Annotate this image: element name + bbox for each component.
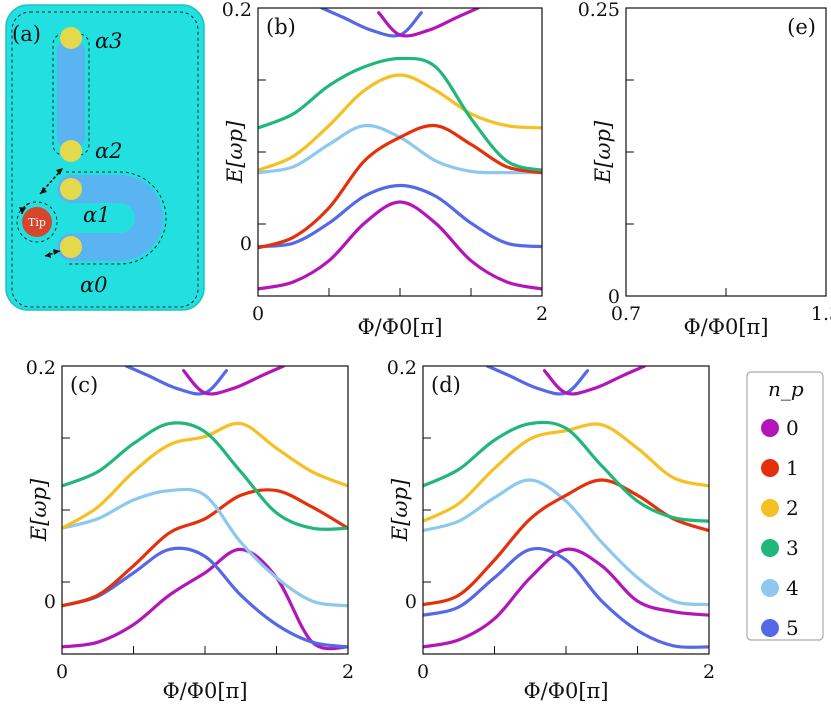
y-tick-label: 0.2 bbox=[26, 357, 56, 379]
plot-frame bbox=[625, 7, 827, 297]
series-line-7 bbox=[377, 8, 480, 38]
panel-e-chart: 0 0.25 0.7 1.3Φ/Φ0[π] E[ωp] (e) bbox=[578, 0, 831, 339]
series-line-5 bbox=[423, 420, 709, 523]
legend-label-1: 1 bbox=[786, 456, 799, 480]
series-line-2 bbox=[62, 488, 348, 608]
y-tick-label: 0.2 bbox=[222, 0, 252, 21]
plot-frame bbox=[61, 365, 349, 655]
legend-label-3: 3 bbox=[786, 536, 799, 560]
legend-label-4: 4 bbox=[786, 576, 799, 600]
plot-series-group bbox=[423, 366, 709, 649]
series-line-6 bbox=[485, 366, 590, 396]
u-arm bbox=[57, 175, 163, 261]
legend-marker-5 bbox=[761, 619, 779, 637]
legend-label-2: 2 bbox=[786, 496, 799, 520]
legend-title: n_p bbox=[768, 377, 804, 401]
site-alpha0 bbox=[60, 236, 82, 258]
x-axis-title: Φ/Φ0[π] bbox=[523, 679, 608, 703]
series-line-5 bbox=[258, 56, 542, 172]
x-tick-label: 0 bbox=[56, 661, 68, 683]
schematic-panel: Tip (a) α3 α2 α1 α0 bbox=[5, 4, 205, 311]
series-line-3 bbox=[423, 478, 709, 607]
legend-marker-0 bbox=[761, 419, 779, 437]
tip-outline bbox=[16, 201, 58, 243]
series-line-3 bbox=[258, 123, 542, 250]
panel-d-chart: 0 0.2 0 2Φ/Φ0[π] E[ωp] (d) bbox=[387, 357, 715, 703]
y-tick-label: 0.2 bbox=[387, 357, 417, 379]
y-tick-label: 0 bbox=[608, 286, 620, 308]
y-tick-label: 0.25 bbox=[578, 0, 620, 21]
x-tick-label: 2 bbox=[703, 661, 715, 683]
x-tick-label: 2 bbox=[536, 303, 548, 325]
legend-label-5: 5 bbox=[786, 616, 799, 640]
tip bbox=[22, 207, 52, 237]
site-alpha3 bbox=[60, 27, 82, 49]
schematic-outline-dashed bbox=[11, 11, 199, 308]
series-line-2 bbox=[423, 478, 709, 607]
series-line-6 bbox=[320, 8, 423, 38]
site-alpha1 bbox=[60, 178, 82, 200]
series-line-0 bbox=[423, 547, 709, 649]
legend-label-0: 0 bbox=[786, 416, 799, 440]
y-tick-label: 0 bbox=[405, 591, 417, 613]
legend-marker-1 bbox=[761, 459, 779, 477]
series-line-0 bbox=[62, 547, 348, 651]
arrow-heads bbox=[19, 168, 63, 258]
site-label-alpha1: α1 bbox=[83, 203, 111, 227]
series-line-3 bbox=[62, 487, 348, 608]
panel-label: (c) bbox=[70, 373, 98, 397]
y-tick-label: 0 bbox=[240, 233, 252, 255]
plot-series-group bbox=[62, 366, 348, 651]
x-axis-title: Φ/Φ0[π] bbox=[357, 315, 442, 339]
schematic-panel-label: (a) bbox=[12, 22, 41, 46]
panel-label: (b) bbox=[266, 15, 296, 39]
series-line-6 bbox=[124, 366, 228, 396]
legend-marker-4 bbox=[761, 579, 779, 597]
panel-label: (d) bbox=[431, 373, 461, 397]
y-axis-title: E[ωp] bbox=[223, 120, 247, 184]
legend: n_p 0 1 2 3 4 5 bbox=[746, 371, 824, 641]
site-label-alpha2: α2 bbox=[95, 139, 123, 163]
x-tick-label: 0 bbox=[252, 303, 264, 325]
x-axis-title: Φ/Φ0[π] bbox=[683, 315, 768, 339]
tip-label: Tip bbox=[28, 216, 46, 229]
y-axis-title: E[ωp] bbox=[591, 120, 615, 184]
panel-c-chart: 0 0.2 0 2Φ/Φ0[π] E[ωp] (c) bbox=[26, 357, 354, 703]
series-line-1 bbox=[423, 546, 709, 649]
series-line-5 bbox=[62, 421, 348, 531]
series-line-4 bbox=[258, 73, 542, 172]
x-tick-label: 0.7 bbox=[611, 303, 641, 325]
legend-marker-3 bbox=[761, 539, 779, 557]
series-line-1 bbox=[62, 546, 348, 649]
x-axis-title: Φ/Φ0[π] bbox=[162, 679, 247, 703]
series-line-4 bbox=[62, 421, 348, 530]
u-arm-outline bbox=[66, 171, 167, 265]
plot-series-group bbox=[258, 8, 542, 291]
series-line-4 bbox=[423, 422, 709, 523]
y-tick-label: 0 bbox=[44, 591, 56, 613]
site-label-alpha0: α0 bbox=[80, 273, 108, 297]
vertical-arm bbox=[57, 38, 85, 151]
y-axis-title: E[ωp] bbox=[388, 478, 412, 542]
legend-frame bbox=[746, 371, 824, 641]
x-tick-label: 2 bbox=[342, 661, 354, 683]
series-line-1 bbox=[258, 183, 542, 249]
panel-label: (e) bbox=[787, 15, 816, 39]
legend-marker-2 bbox=[761, 499, 779, 517]
series-line-0 bbox=[258, 200, 542, 291]
series-line-7 bbox=[182, 366, 286, 396]
site-alpha2 bbox=[60, 140, 82, 162]
panel-b-chart: 0 0.2 0 2Φ/Φ0[π] E[ωp] (b) bbox=[222, 0, 548, 339]
y-axis-title: E[ωp] bbox=[27, 478, 51, 542]
x-tick-label: 1.3 bbox=[811, 303, 831, 325]
x-tick-label: 0 bbox=[417, 661, 429, 683]
series-line-7 bbox=[542, 366, 647, 396]
site-label-alpha3: α3 bbox=[95, 29, 123, 53]
